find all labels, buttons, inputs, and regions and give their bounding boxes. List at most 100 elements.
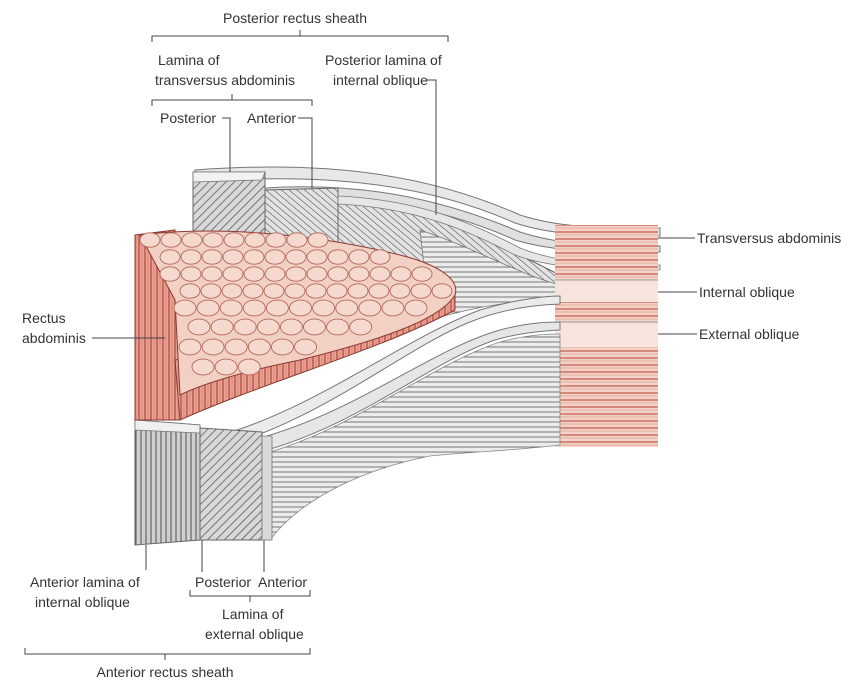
muscle-fibre-end xyxy=(238,359,260,375)
muscle-fibre-end xyxy=(264,284,284,298)
muscle-fibre-end xyxy=(286,267,306,281)
muscle-fibre-end xyxy=(180,284,200,298)
muscle-fibre-end xyxy=(202,267,222,281)
muscle-fibre-end xyxy=(248,339,270,355)
leader-posterior-top xyxy=(222,118,230,172)
muscle-fibre-end xyxy=(391,267,411,281)
label-external-oblique: External oblique xyxy=(699,326,799,343)
muscle-fibre-end xyxy=(211,319,233,335)
label-lamina-external-line2: external oblique xyxy=(205,626,304,643)
muscle-fibre-end xyxy=(265,267,285,281)
muscle-fibre-end xyxy=(307,250,327,264)
muscle-fibre-end xyxy=(197,300,219,316)
muscle-fibre-end xyxy=(245,233,265,247)
label-anterior-rectus-sheath: Anterior rectus sheath xyxy=(97,664,234,681)
bracket-lamina-transversus xyxy=(152,94,312,106)
muscle-fibre-end xyxy=(223,250,243,264)
muscle-fibre-end xyxy=(390,284,410,298)
muscle-fibre-end xyxy=(160,250,180,264)
muscle-fibre-end xyxy=(327,284,347,298)
label-anterior-lamina-io-line2: internal oblique xyxy=(35,594,130,611)
muscle-fibre-end xyxy=(327,319,349,335)
muscle-fibre-end xyxy=(271,339,293,355)
muscle-fibre-end xyxy=(266,233,286,247)
muscle-fibre-end xyxy=(411,284,431,298)
muscle-fibre-end xyxy=(285,284,305,298)
anterior-laminae-blocks xyxy=(135,420,272,545)
muscle-fibre-end xyxy=(174,300,196,316)
muscle-fibre-end xyxy=(313,300,335,316)
label-anterior-lamina-io-line1: Anterior lamina of xyxy=(30,574,140,591)
bracket-posterior-rectus-sheath xyxy=(152,30,448,42)
muscle-fibre-end xyxy=(160,267,180,281)
muscle-fibre-end xyxy=(348,284,368,298)
label-internal-oblique: Internal oblique xyxy=(699,284,795,301)
muscle-fibre-end xyxy=(182,233,202,247)
muscle-fibre-end xyxy=(287,233,307,247)
muscle-fibre-end xyxy=(370,250,390,264)
label-rectus-line1: Rectus xyxy=(22,310,66,327)
muscle-fibre-end xyxy=(265,250,285,264)
muscle-fibre-end xyxy=(290,300,312,316)
muscle-fibre-end xyxy=(369,284,389,298)
muscle-fibre-end xyxy=(225,339,247,355)
bracket-anterior-rectus-sheath xyxy=(25,648,310,660)
muscle-fibre-end xyxy=(432,284,452,298)
label-posterior-rectus-sheath: Posterior rectus sheath xyxy=(223,10,367,27)
muscle-fibre-end xyxy=(181,267,201,281)
muscle-fibre-end xyxy=(201,284,221,298)
muscle-fibre-end xyxy=(370,267,390,281)
muscle-fibre-end xyxy=(220,300,242,316)
label-transversus-abdominis: Transversus abdominis xyxy=(697,230,841,247)
muscle-fibre-end xyxy=(328,250,348,264)
bracket-lamina-external xyxy=(190,590,310,602)
muscle-fibre-end xyxy=(243,300,265,316)
muscle-fibre-end xyxy=(295,339,317,355)
muscle-fibre-end xyxy=(405,300,427,316)
muscle-fibre-end xyxy=(222,284,242,298)
muscle-fibre-end xyxy=(202,339,224,355)
label-lamina-external-line1: Lamina of xyxy=(222,606,283,623)
label-posterior-lamina-io-line2: internal oblique xyxy=(333,72,428,89)
muscle-fibre-end xyxy=(328,267,348,281)
muscle-fibre-end xyxy=(286,250,306,264)
muscle-fibre-end xyxy=(140,233,160,247)
muscle-fibre-end xyxy=(202,250,222,264)
muscle-fibre-end xyxy=(234,319,256,335)
muscle-fibre-end xyxy=(350,319,372,335)
muscle-fibre-end xyxy=(257,319,279,335)
muscle-fibre-end xyxy=(280,319,302,335)
muscle-fibre-end xyxy=(308,233,328,247)
muscle-fibre-end xyxy=(244,250,264,264)
muscle-fibre-end xyxy=(179,339,201,355)
muscle-fibre-end xyxy=(203,233,223,247)
muscle-fibre-end xyxy=(266,300,288,316)
muscle-fibre-end xyxy=(349,267,369,281)
label-lamina-transversus-line2: transversus abdominis xyxy=(155,72,295,89)
label-anterior-top: Anterior xyxy=(247,110,296,127)
muscle-fibre-end xyxy=(161,233,181,247)
muscle-fibre-end xyxy=(223,267,243,281)
label-lamina-transversus-line1: Lamina of xyxy=(158,52,219,69)
muscle-fibre-end xyxy=(244,267,264,281)
lateral-muscle-bands xyxy=(555,225,658,447)
muscle-fibre-end xyxy=(215,359,237,375)
label-anterior-bottom: Anterior xyxy=(258,574,307,591)
label-posterior-top: Posterior xyxy=(160,110,216,127)
muscle-fibre-end xyxy=(181,250,201,264)
muscle-fibre-end xyxy=(192,359,214,375)
muscle-fibre-end xyxy=(349,250,369,264)
muscle-fibre-end xyxy=(188,319,210,335)
muscle-fibre-end xyxy=(306,284,326,298)
label-posterior-bottom: Posterior xyxy=(195,574,251,591)
muscle-fibre-end xyxy=(412,267,432,281)
label-posterior-lamina-io-line1: Posterior lamina of xyxy=(325,52,442,69)
muscle-fibre-end xyxy=(336,300,358,316)
muscle-fibre-end xyxy=(382,300,404,316)
muscle-fibre-end xyxy=(304,319,326,335)
label-rectus-line2: abdominis xyxy=(22,330,86,347)
muscle-fibre-end xyxy=(224,233,244,247)
muscle-fibre-end xyxy=(307,267,327,281)
muscle-fibre-end xyxy=(243,284,263,298)
